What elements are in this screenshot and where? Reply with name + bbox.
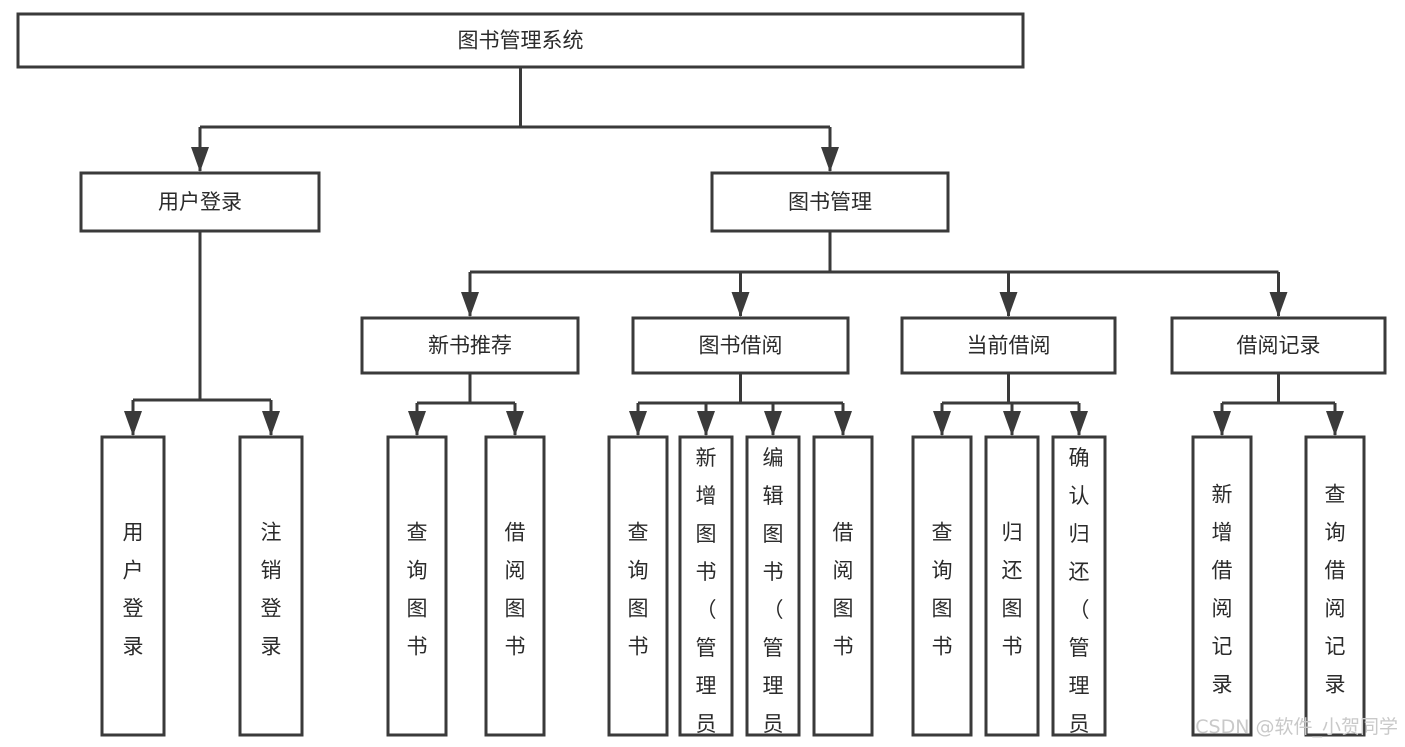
node-label-leaf-logout: 注销登录	[261, 521, 282, 659]
node-layer: 图书管理系统用户登录图书管理新书推荐图书借阅当前借阅借阅记录用户登录注销登录查询…	[16, 12, 1387, 747]
arrow-head-current-borrow	[999, 292, 1018, 317]
node-box-leaf-user-login	[100, 435, 166, 737]
node-box-leaf-return-book	[984, 435, 1040, 737]
node-label-borrow-record: 借阅记录	[1237, 334, 1321, 358]
node-label-current-borrow: 当前借阅	[967, 334, 1051, 358]
node-box-leaf-query-book-current	[911, 435, 973, 737]
node-box-leaf-edit-book-admin	[745, 435, 801, 737]
connector-group-borrow-record	[1213, 373, 1344, 436]
node-new-book-recommend[interactable]: 新书推荐	[360, 316, 580, 375]
node-box-leaf-borrow-book-rec	[484, 435, 546, 737]
arrow-head-leaf-return-book	[1003, 411, 1021, 436]
node-label-leaf-add-borrow-record: 新增借阅记录	[1212, 483, 1233, 697]
node-box-user-login	[79, 171, 321, 233]
node-root[interactable]: 图书管理系统	[16, 12, 1025, 69]
node-box-leaf-confirm-return-admin	[1051, 435, 1107, 737]
node-book-manage[interactable]: 图书管理	[710, 171, 950, 233]
arrow-head-leaf-borrow-book-rec	[506, 411, 524, 436]
node-label-leaf-confirm-return-admin: 确认归还（管理员）	[1069, 446, 1090, 747]
arrow-head-user-login	[191, 147, 209, 172]
connector-group-user-login	[124, 231, 280, 436]
node-leaf-add-book-admin[interactable]: 新增图书（管理员）	[678, 435, 734, 747]
arrow-head-leaf-query-book-current	[933, 411, 951, 436]
connector-group-current-borrow	[933, 373, 1088, 436]
node-box-borrow-record	[1170, 316, 1387, 375]
csdn-watermark: CSDN @软件_小贺同学	[1195, 716, 1398, 738]
node-box-leaf-query-book-rec	[386, 435, 448, 737]
node-leaf-query-book-rec[interactable]: 查询图书	[386, 435, 448, 737]
node-label-root: 图书管理系统	[458, 29, 584, 53]
node-leaf-query-book-borrow[interactable]: 查询图书	[607, 435, 669, 737]
node-box-leaf-borrow-book	[812, 435, 874, 737]
node-label-leaf-user-login: 用户登录	[123, 521, 144, 659]
arrow-head-leaf-logout	[262, 411, 280, 436]
node-label-leaf-borrow-book: 借阅图书	[833, 521, 854, 659]
node-box-leaf-logout	[238, 435, 304, 737]
node-label-leaf-query-borrow-record: 查询借阅记录	[1325, 483, 1346, 697]
connector-group-root	[191, 67, 839, 172]
arrow-head-leaf-user-login	[124, 411, 142, 436]
node-book-borrow[interactable]: 图书借阅	[631, 316, 850, 375]
node-leaf-borrow-book-rec[interactable]: 借阅图书	[484, 435, 546, 737]
node-label-book-borrow: 图书借阅	[699, 334, 783, 358]
node-leaf-edit-book-admin[interactable]: 编辑图书（管理员）	[745, 435, 801, 747]
connector-group-book-borrow	[629, 373, 852, 436]
node-label-leaf-query-book-current: 查询图书	[932, 521, 953, 659]
node-label-leaf-query-book-borrow: 查询图书	[628, 521, 649, 659]
arrow-head-book-borrow	[731, 292, 750, 317]
node-leaf-add-borrow-record[interactable]: 新增借阅记录	[1191, 435, 1253, 737]
node-leaf-user-login[interactable]: 用户登录	[100, 435, 166, 737]
node-borrow-record[interactable]: 借阅记录	[1170, 316, 1387, 375]
node-current-borrow[interactable]: 当前借阅	[900, 316, 1117, 375]
node-box-root	[16, 12, 1025, 69]
node-label-leaf-query-book-rec: 查询图书	[407, 521, 428, 659]
arrow-head-leaf-query-book-rec	[408, 411, 426, 436]
node-leaf-return-book[interactable]: 归还图书	[984, 435, 1040, 737]
arrow-head-leaf-add-book-admin	[697, 411, 715, 436]
node-leaf-query-borrow-record[interactable]: 查询借阅记录	[1304, 435, 1366, 737]
node-box-leaf-add-book-admin	[678, 435, 734, 737]
node-box-new-book-recommend	[360, 316, 580, 375]
node-box-book-manage	[710, 171, 950, 233]
node-leaf-borrow-book[interactable]: 借阅图书	[812, 435, 874, 737]
arrow-head-borrow-record	[1269, 292, 1288, 317]
node-box-current-borrow	[900, 316, 1117, 375]
arrow-head-leaf-add-borrow-record	[1213, 411, 1231, 436]
arrow-head-new-book-recommend	[461, 292, 479, 317]
arrow-head-leaf-query-borrow-record	[1326, 411, 1344, 436]
connector-layer	[124, 67, 1344, 436]
arrow-head-leaf-confirm-return-admin	[1070, 411, 1088, 436]
node-label-new-book-recommend: 新书推荐	[428, 334, 512, 358]
arrow-head-leaf-borrow-book	[834, 411, 852, 436]
node-label-leaf-edit-book-admin: 编辑图书（管理员）	[763, 446, 784, 747]
connector-group-book-manage	[461, 231, 1288, 317]
connector-group-new-book-recommend	[408, 373, 524, 436]
arrow-head-book-manage	[821, 147, 839, 172]
node-label-leaf-return-book: 归还图书	[1002, 521, 1023, 659]
node-label-leaf-add-book-admin: 新增图书（管理员）	[696, 446, 717, 747]
node-label-book-manage: 图书管理	[788, 190, 872, 214]
node-box-book-borrow	[631, 316, 850, 375]
node-leaf-logout[interactable]: 注销登录	[238, 435, 304, 737]
node-box-leaf-add-borrow-record	[1191, 435, 1253, 737]
node-leaf-confirm-return-admin[interactable]: 确认归还（管理员）	[1051, 435, 1107, 747]
arrow-head-leaf-query-book-borrow	[629, 411, 647, 436]
node-box-leaf-query-borrow-record	[1304, 435, 1366, 737]
node-box-leaf-query-book-borrow	[607, 435, 669, 737]
node-label-user-login: 用户登录	[158, 190, 242, 214]
node-label-leaf-borrow-book-rec: 借阅图书	[505, 521, 526, 659]
node-leaf-query-book-current[interactable]: 查询图书	[911, 435, 973, 737]
arrow-head-leaf-edit-book-admin	[764, 411, 782, 436]
node-user-login[interactable]: 用户登录	[79, 171, 321, 233]
